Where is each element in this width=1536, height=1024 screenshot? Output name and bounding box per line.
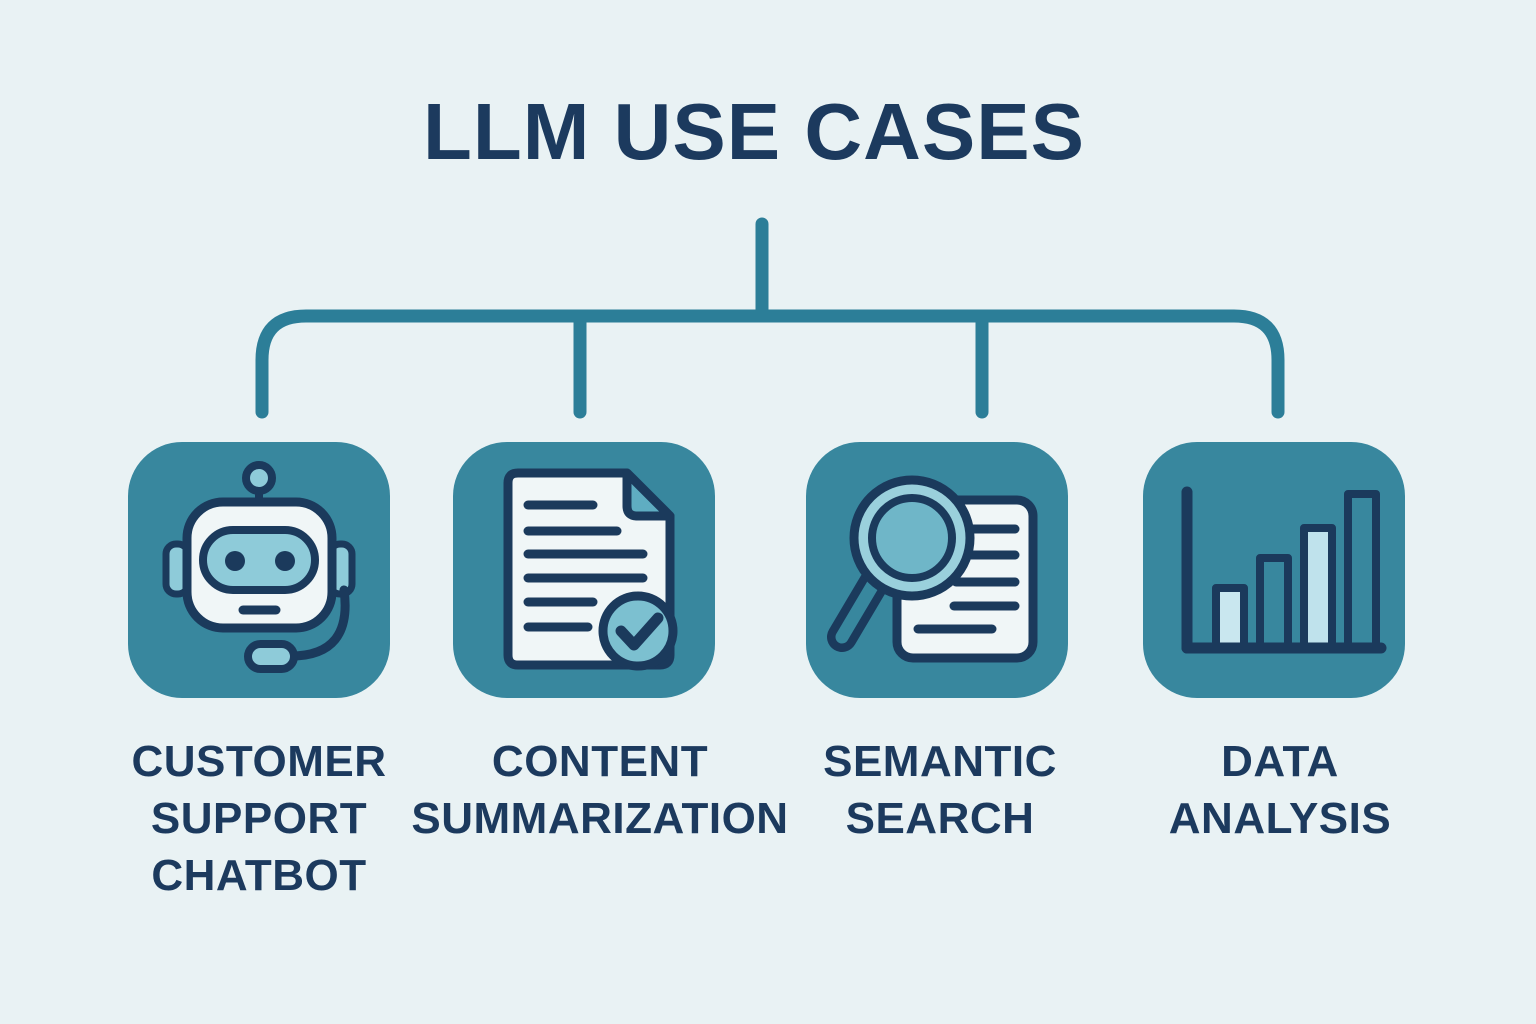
page-title: LLM USE CASES: [423, 87, 1085, 176]
document-checkmark-icon: [503, 468, 678, 671]
bar-chart-icon: [1181, 486, 1387, 654]
chatbot-robot-icon: [162, 461, 356, 673]
label-line: SEMANTIC: [823, 737, 1057, 786]
label-line: DATA: [1221, 737, 1339, 786]
card-data-analysis: [1143, 442, 1405, 698]
label-line: CHATBOT: [151, 851, 367, 900]
magnifier-document-icon: [827, 475, 1038, 663]
label-data-analysis: DATA ANALYSIS: [1060, 733, 1500, 847]
card-content-summarization: [453, 442, 715, 698]
card-semantic-search: [806, 442, 1068, 698]
label-line: SUPPORT: [150, 794, 368, 843]
card-customer-support-chatbot: [128, 442, 390, 698]
connector-horizontal-rail: [255, 309, 1285, 419]
label-line: SEARCH: [845, 794, 1035, 843]
label-line: CONTENT: [491, 737, 709, 786]
label-semantic-search: SEMANTIC SEARCH: [720, 733, 1160, 847]
label-line: CUSTOMER: [131, 737, 387, 786]
label-content-summarization: CONTENT SUMMARIZATION: [380, 733, 820, 847]
label-customer-support-chatbot: CUSTOMER SUPPORT CHATBOT: [39, 733, 479, 904]
label-line: ANALYSIS: [1168, 794, 1392, 843]
label-line: SUMMARIZATION: [411, 794, 789, 843]
